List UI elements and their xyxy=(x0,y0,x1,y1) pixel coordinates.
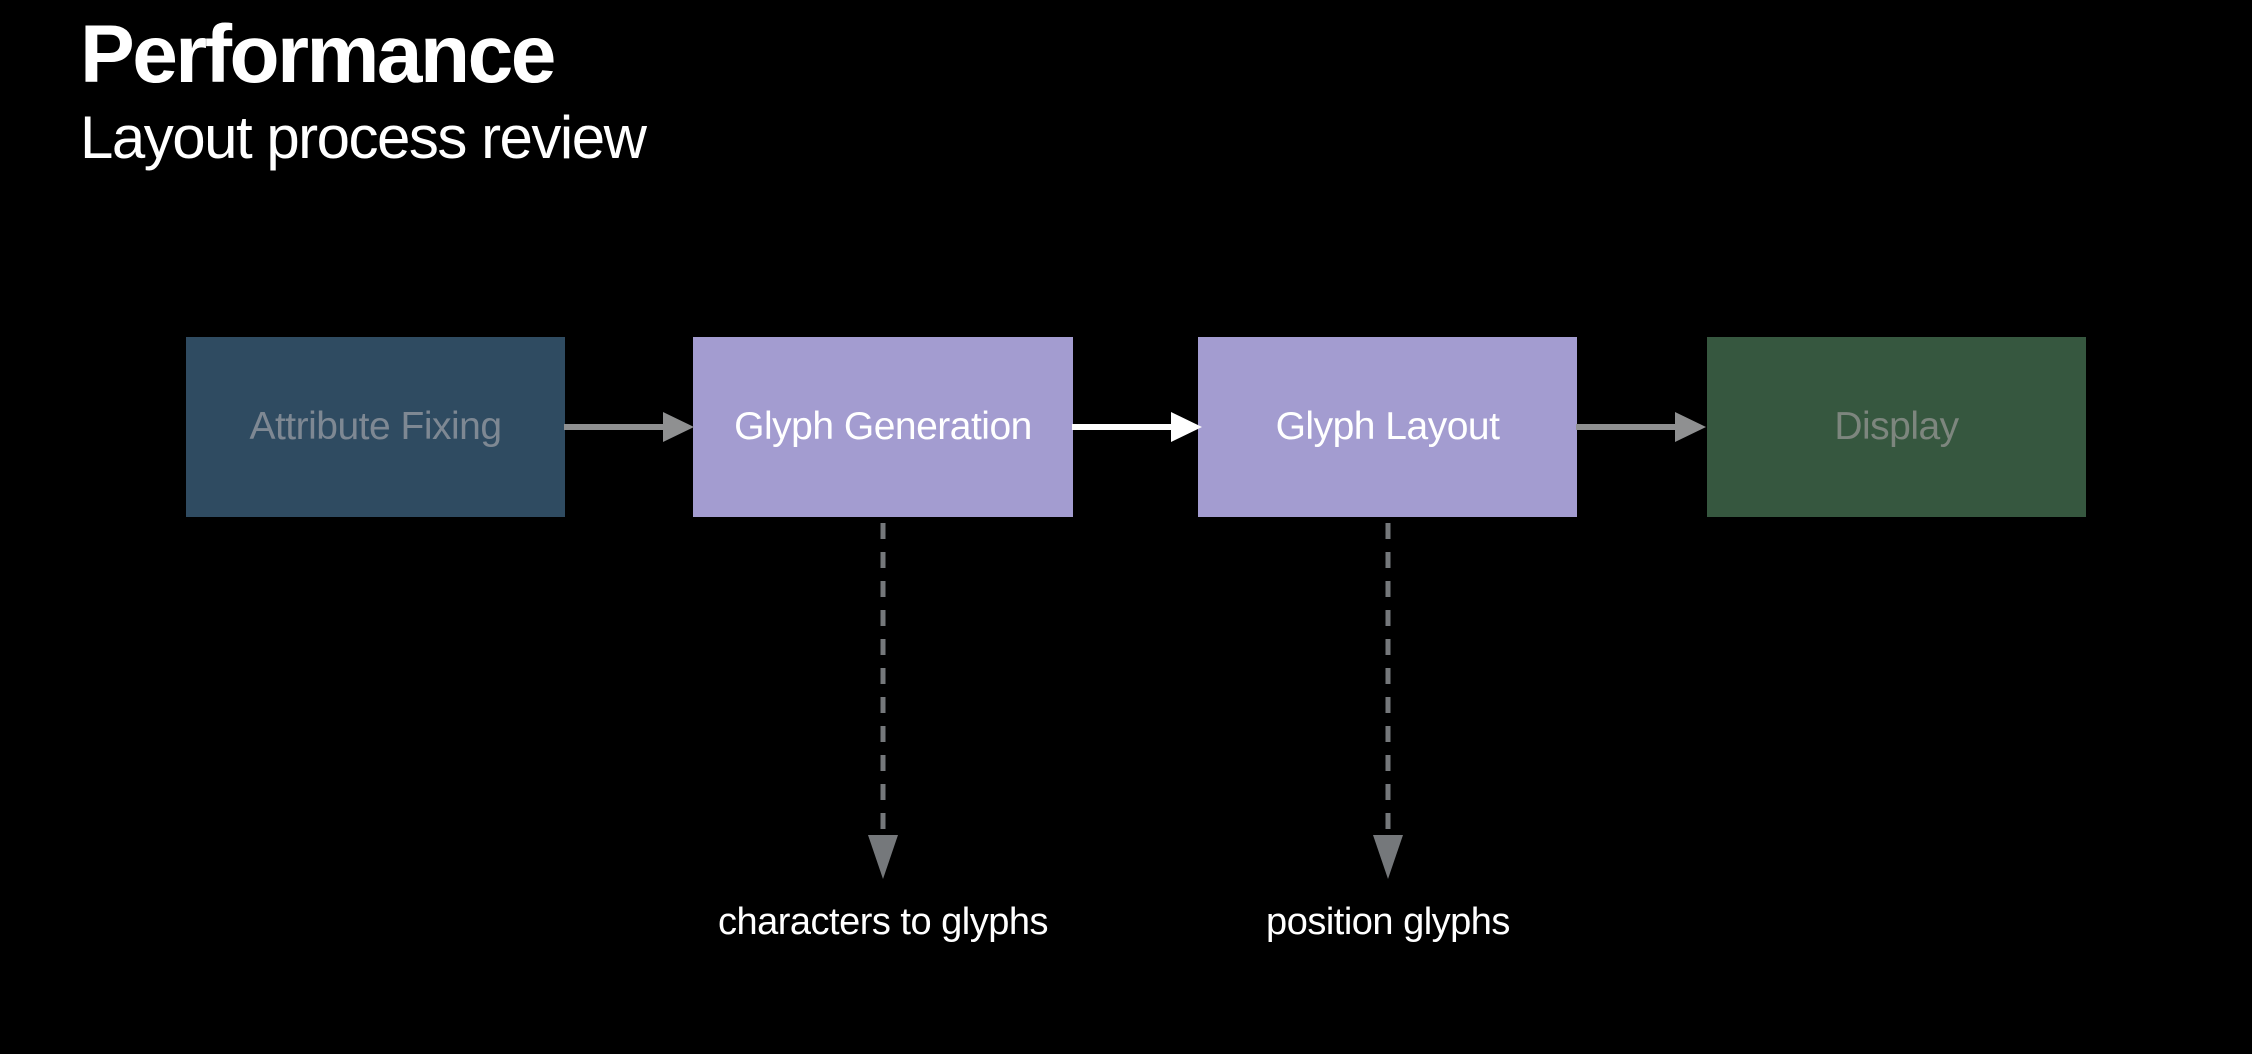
page-subtitle: Layout process review xyxy=(80,104,647,171)
page-title: Performance xyxy=(80,9,556,100)
dashed-down-arrow-position-glyphs-icon xyxy=(1373,523,1403,879)
node-attribute-fixing-label: Attribute Fixing xyxy=(249,405,502,448)
node-glyph-layout-label: Glyph Layout xyxy=(1275,405,1500,448)
annotation-characters-to-glyphs: characters to glyphs xyxy=(717,901,1049,943)
node-attribute-fixing: Attribute Fixing xyxy=(186,337,565,517)
annotation-position-glyphs: position glyphs xyxy=(1266,901,1510,943)
node-glyph-layout: Glyph Layout xyxy=(1198,337,1577,517)
flow-arrow-glyph-generation-to-glyph-layout-icon xyxy=(1072,412,1202,442)
node-glyph-generation: Glyph Generation xyxy=(693,337,1073,517)
node-display-label: Display xyxy=(1834,405,1959,448)
flow-arrow-attribute-fixing-to-glyph-generation-icon xyxy=(564,412,694,442)
flow-arrow-glyph-layout-to-display-icon xyxy=(1576,412,1706,442)
node-display: Display xyxy=(1707,337,2086,517)
node-glyph-generation-label: Glyph Generation xyxy=(734,405,1032,448)
dashed-down-arrow-characters-to-glyphs-icon xyxy=(868,523,898,879)
